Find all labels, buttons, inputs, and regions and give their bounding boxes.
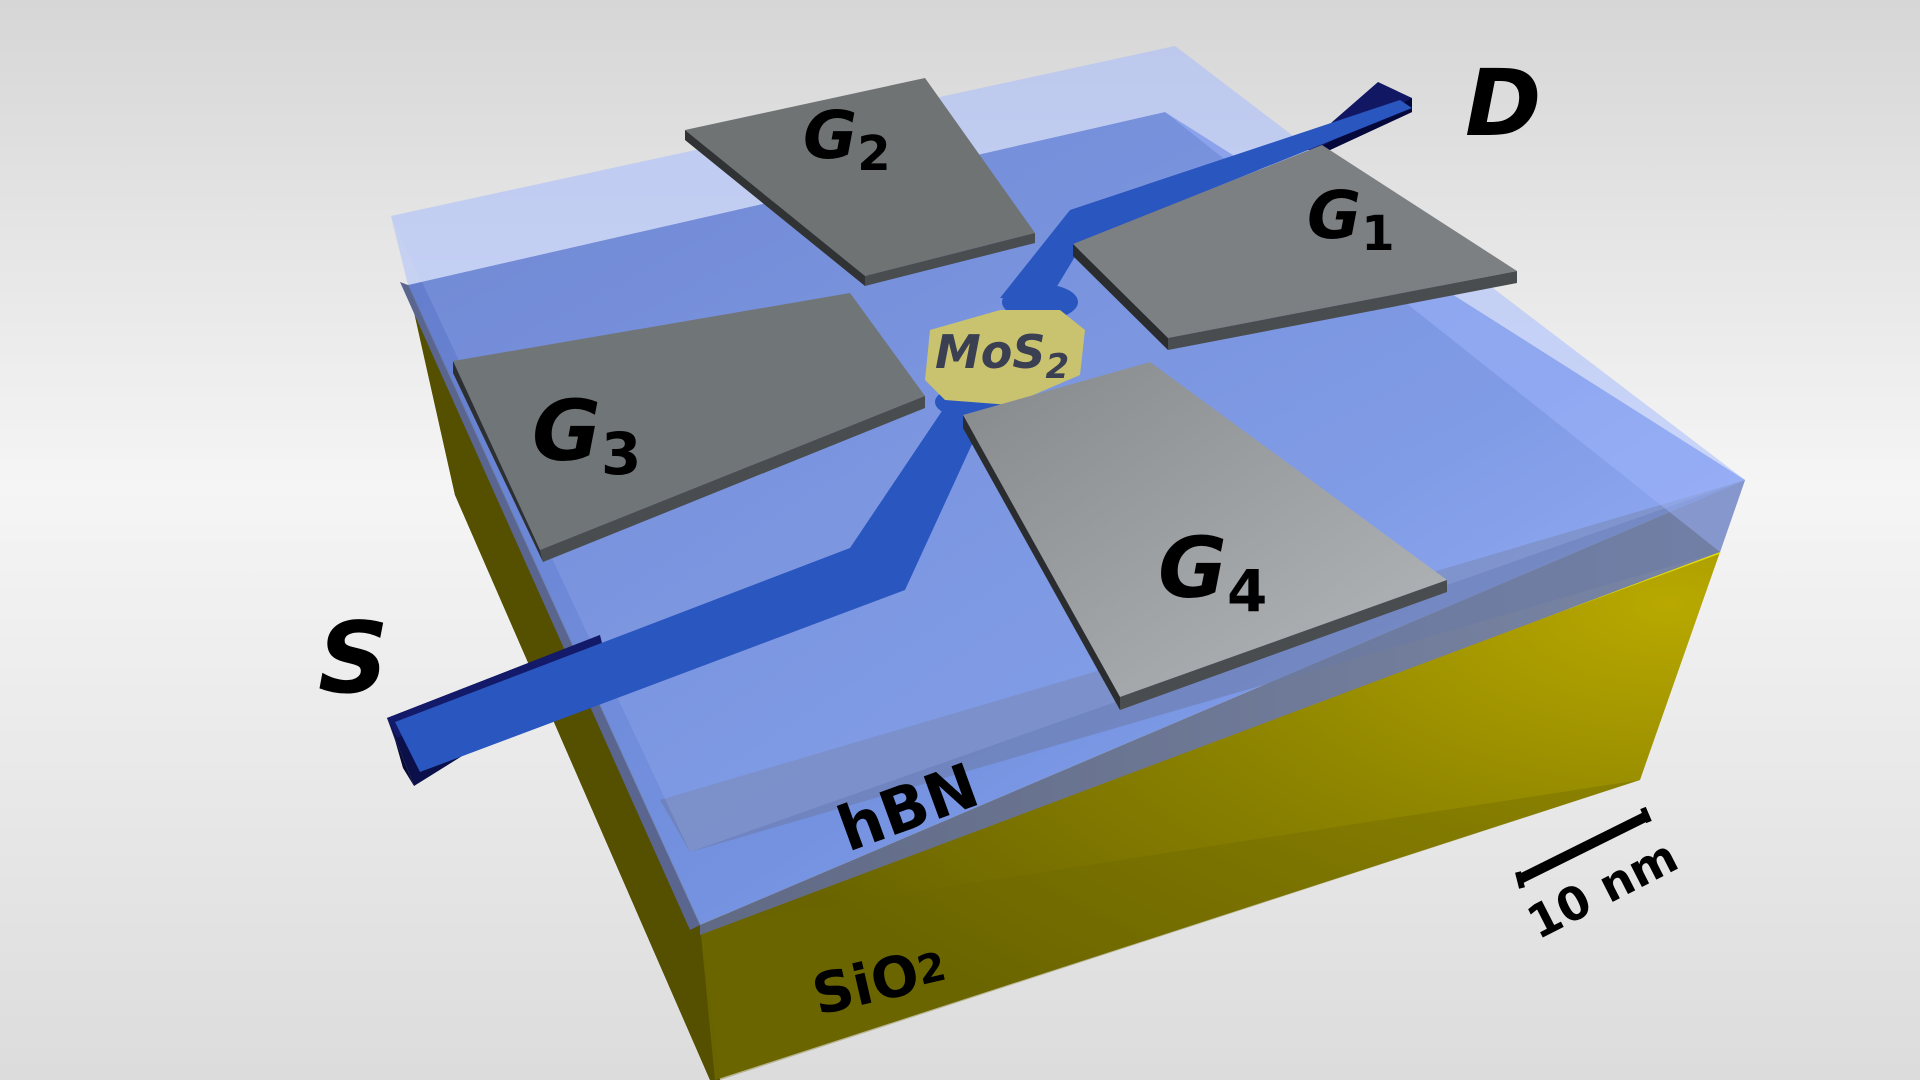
scale-bar-line [1515,811,1650,885]
gate-g2: G2 [685,78,1035,286]
gate-g1: G1 [1073,145,1517,350]
source-label: S [318,602,389,716]
gate-g3-label: G3 [532,382,641,488]
gate-g4-label: G4 [1158,519,1267,625]
mos2-label: MoS2 [935,325,1069,387]
gate-g2-label: G2 [803,97,891,182]
gate-g4: G4 [963,362,1447,710]
drain-label: D [1465,50,1541,157]
gate-g3: G3 [453,293,925,562]
gate-g1-label: G1 [1307,177,1395,262]
mos2-island: MoS2 [925,310,1085,405]
